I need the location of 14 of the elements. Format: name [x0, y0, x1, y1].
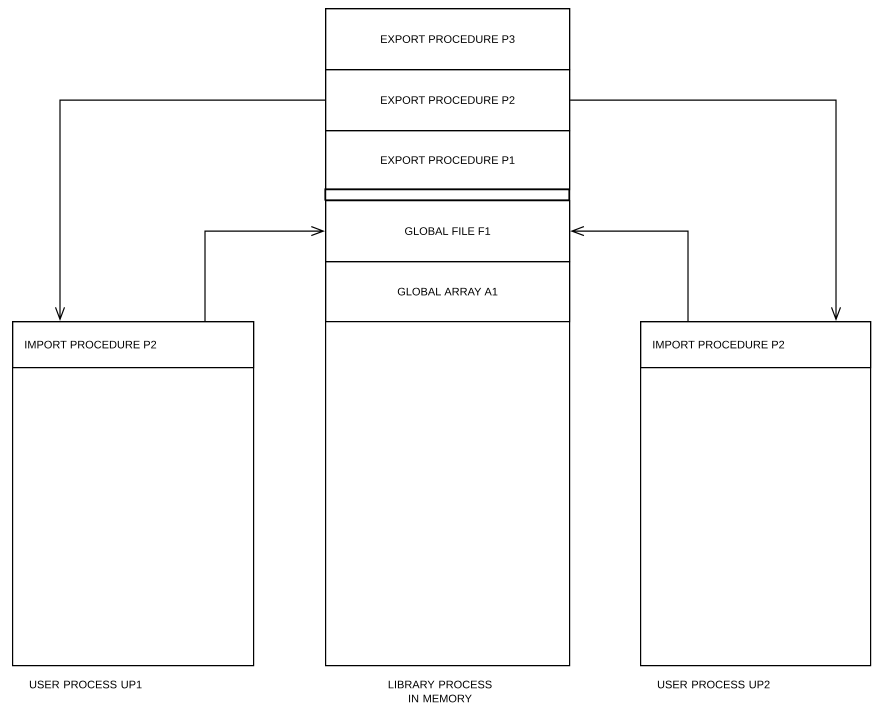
procedure-cell: GLOBAL FILE F1 [325, 200, 570, 262]
procedure-cell: EXPORT PROCEDURE P2 [325, 69, 570, 132]
procedure-cell: EXPORT PROCEDURE P3 [325, 8, 570, 70]
procedure-cell: GLOBAL ARRAY A1 [325, 261, 570, 322]
process-caption: LIBRARY PROCESS IN MEMORY [388, 680, 492, 702]
arrow [54, 100, 325, 321]
procedure-cell: EXPORT PROCEDURE P1 [325, 130, 570, 190]
process-caption: USER PROCESS UP2 [658, 680, 770, 688]
arrow [570, 226, 689, 321]
procedure-cell: IMPORT PROCEDURE P2 [12, 321, 254, 368]
procedure-cell: IMPORT PROCEDURE P2 [640, 321, 872, 368]
process-caption: USER PROCESS UP1 [30, 680, 142, 688]
arrow [204, 226, 325, 321]
arrow [570, 100, 842, 321]
